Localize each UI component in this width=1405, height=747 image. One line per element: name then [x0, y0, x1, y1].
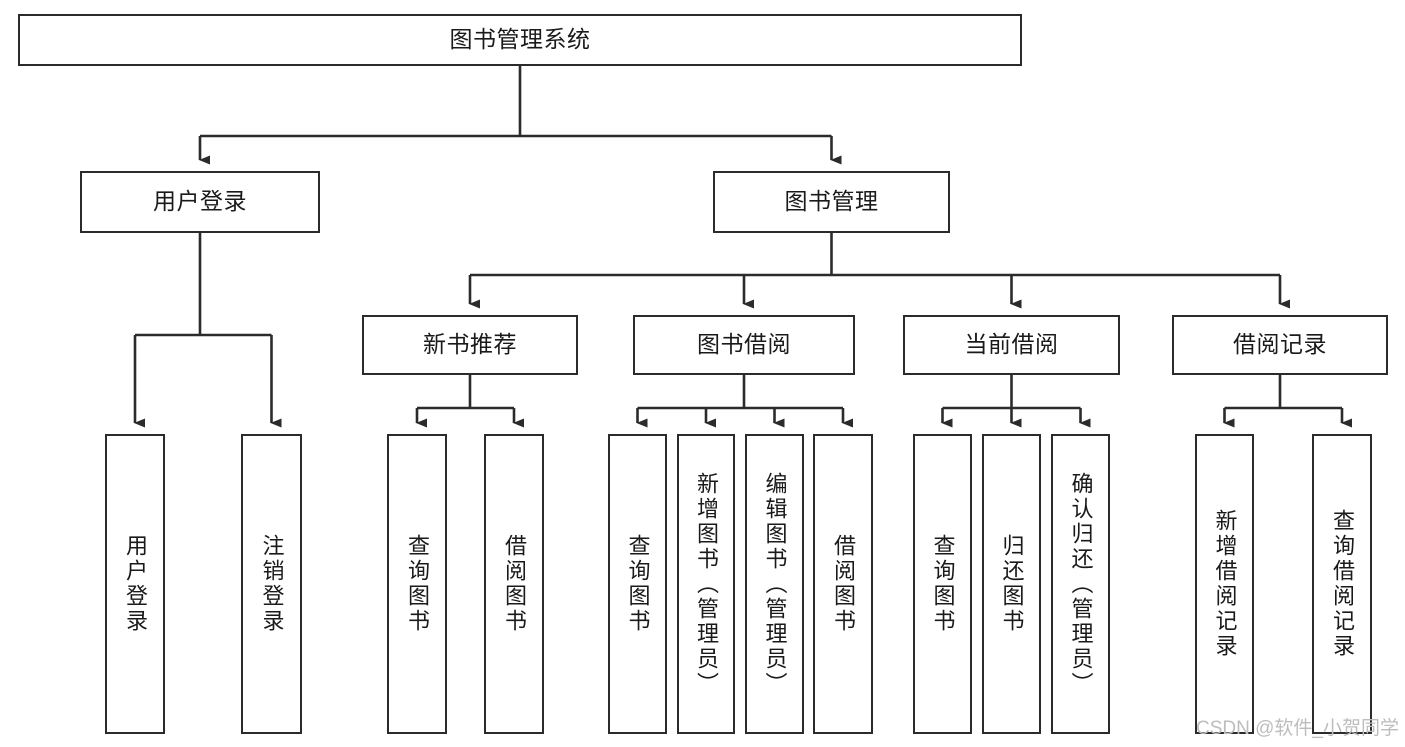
node-l2-0-用户登录[interactable]: 用户登录 [80, 171, 320, 233]
node-leaf-5-新增图书管理员[interactable]: 新增图书（管理员） [677, 434, 735, 734]
node-l3-1-图书借阅-label: 图书借阅 [697, 331, 791, 358]
node-l3-2-当前借阅-label: 当前借阅 [964, 331, 1059, 358]
node-leaf-6-编辑图书管理员-label: 编辑图书（管理员） [762, 471, 788, 697]
node-l3-2-当前借阅[interactable]: 当前借阅 [903, 315, 1120, 375]
node-l2-1-图书管理[interactable]: 图书管理 [713, 171, 950, 233]
csdn-watermark: CSDN @软件_小贺同学 [1196, 718, 1399, 739]
node-leaf-4-查询图书[interactable]: 查询图书 [608, 434, 667, 734]
node-leaf-9-归还图书-label: 归还图书 [999, 534, 1025, 634]
node-leaf-12-查询借阅记录-label: 查询借阅记录 [1330, 509, 1355, 659]
node-leaf-0-用户登录-label: 用户登录 [123, 534, 148, 634]
node-leaf-2-查询图书[interactable]: 查询图书 [387, 434, 447, 734]
node-leaf-11-新增借阅记录-label: 新增借阅记录 [1212, 509, 1238, 659]
node-leaf-7-借阅图书-label: 借阅图书 [831, 534, 856, 634]
node-leaf-10-确认归还管理员-label: 确认归还（管理员） [1068, 471, 1094, 697]
node-leaf-5-新增图书管理员-label: 新增图书（管理员） [694, 471, 719, 697]
node-l3-0-新书推荐-label: 新书推荐 [423, 331, 517, 358]
node-leaf-4-查询图书-label: 查询图书 [625, 534, 651, 634]
node-root-book-management-system[interactable]: 图书管理系统 [18, 14, 1022, 66]
node-l2-1-图书管理-label: 图书管理 [784, 188, 879, 215]
node-l3-3-借阅记录-label: 借阅记录 [1233, 331, 1327, 358]
node-leaf-10-确认归还管理员[interactable]: 确认归还（管理员） [1051, 434, 1110, 734]
node-root-book-management-system-label: 图书管理系统 [449, 26, 591, 53]
node-leaf-7-借阅图书[interactable]: 借阅图书 [813, 434, 873, 734]
node-leaf-11-新增借阅记录[interactable]: 新增借阅记录 [1195, 434, 1254, 734]
node-l3-1-图书借阅[interactable]: 图书借阅 [633, 315, 855, 375]
node-leaf-9-归还图书[interactable]: 归还图书 [982, 434, 1041, 734]
node-leaf-3-借阅图书[interactable]: 借阅图书 [484, 434, 544, 734]
node-leaf-1-注销登录-label: 注销登录 [259, 534, 285, 634]
node-leaf-8-查询图书-label: 查询图书 [930, 534, 956, 634]
node-leaf-1-注销登录[interactable]: 注销登录 [241, 434, 302, 734]
node-leaf-12-查询借阅记录[interactable]: 查询借阅记录 [1312, 434, 1372, 734]
node-l3-3-借阅记录[interactable]: 借阅记录 [1172, 315, 1388, 375]
node-leaf-3-借阅图书-label: 借阅图书 [502, 534, 527, 634]
node-l3-0-新书推荐[interactable]: 新书推荐 [362, 315, 578, 375]
node-leaf-0-用户登录[interactable]: 用户登录 [105, 434, 165, 734]
node-l2-0-用户登录-label: 用户登录 [153, 188, 247, 215]
node-leaf-2-查询图书-label: 查询图书 [405, 534, 430, 634]
node-leaf-6-编辑图书管理员[interactable]: 编辑图书（管理员） [745, 434, 804, 734]
node-leaf-8-查询图书[interactable]: 查询图书 [913, 434, 972, 734]
